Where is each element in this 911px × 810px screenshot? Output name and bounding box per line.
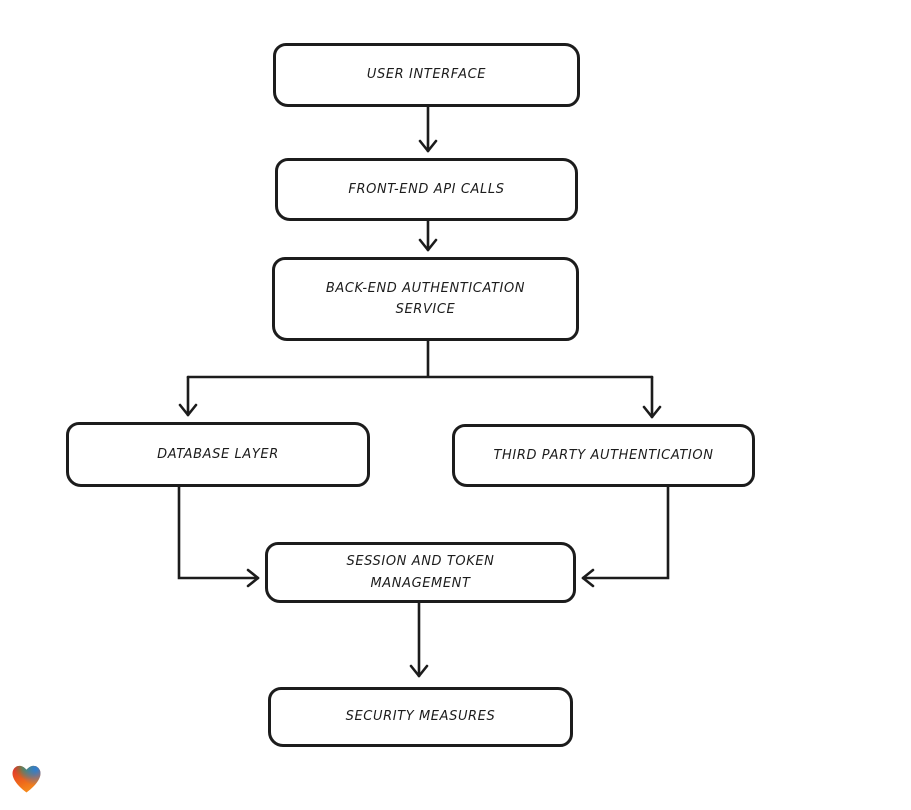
node-label-back-end-authentication-service: BACK-END AUTHENTICATION SERVICE — [325, 280, 526, 317]
node-back-end-authentication-service[interactable]: BACK-END AUTHENTICATION SERVICE — [272, 257, 579, 341]
node-label-security-measures: SECURITY MEASURES — [345, 709, 496, 725]
node-label-user-interface: USER INTERFACE — [366, 67, 487, 83]
node-session-and-token-management[interactable]: SESSION AND TOKEN MANAGEMENT — [265, 542, 576, 603]
edge-back-end-branch-trunk[interactable] — [186, 339, 654, 379]
node-database-layer[interactable]: DATABASE LAYER — [66, 422, 370, 487]
node-label-third-party-authentication: THIRD PARTY AUTHENTICATION — [493, 447, 714, 463]
node-user-interface[interactable]: USER INTERFACE — [273, 43, 580, 107]
node-front-end-api-calls[interactable]: FRONT-END API CALLS — [275, 158, 578, 221]
edge-third-party-to-session[interactable] — [581, 485, 670, 588]
node-label-session-and-token-management: SESSION AND TOKEN MANAGEMENT — [346, 554, 495, 591]
node-label-front-end-api-calls: FRONT-END API CALLS — [348, 181, 505, 197]
edge-database-layer-to-session[interactable] — [177, 485, 260, 588]
node-third-party-authentication[interactable]: THIRD PARTY AUTHENTICATION — [452, 424, 755, 487]
node-label-database-layer: DATABASE LAYER — [157, 446, 279, 462]
node-security-measures[interactable]: SECURITY MEASURES — [268, 687, 573, 747]
